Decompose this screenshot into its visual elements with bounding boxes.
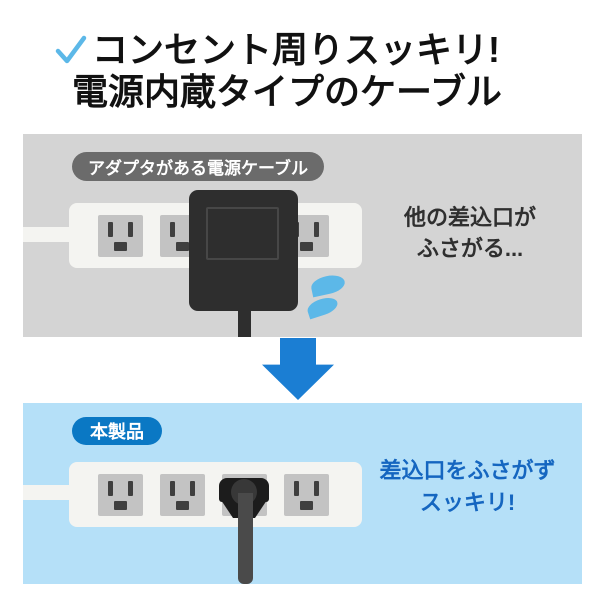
ac-adapter: [189, 190, 298, 311]
page-title-line-1: コンセント周りスッキリ!: [92, 29, 500, 70]
before-caption-line-1: 他の差込口が: [403, 205, 536, 230]
ac-adapter-face-outline: [206, 207, 279, 260]
after-caption: 差込口をふさがず スッキリ!: [365, 455, 570, 519]
check-icon: [55, 35, 87, 64]
outlet-slot-left: [108, 222, 113, 237]
power-strip: [69, 462, 362, 527]
outlet-ground-slot: [176, 501, 189, 510]
outlet-slot-right: [314, 222, 319, 237]
before-panel: アダプタがある電源ケーブル: [23, 134, 582, 337]
page-title-line-2: 電源内蔵タイプのケーブル: [72, 71, 502, 112]
outlet-ground-slot: [114, 501, 127, 510]
outlet: [98, 474, 143, 516]
power-strip-cord: [23, 227, 70, 242]
sweat-drop-icon: [309, 272, 347, 298]
after-caption-line-1: 差込口をふさがず: [379, 458, 556, 483]
after-panel: 本製品: [23, 403, 582, 584]
outlet-slot-left: [170, 481, 175, 496]
outlet-slot-right: [128, 481, 133, 496]
outlet-slot-right: [314, 481, 319, 496]
before-caption-line-2: ふさがる...: [416, 236, 524, 261]
outlet-ground-slot: [300, 242, 313, 251]
outlet-slot-left: [294, 481, 299, 496]
outlet: [98, 215, 143, 257]
outlet-slot-right: [128, 222, 133, 237]
outlet-ground-slot: [176, 242, 189, 251]
outlet-ground-slot: [114, 242, 127, 251]
outlet-slot-left: [170, 222, 175, 237]
outlet: [160, 474, 205, 516]
after-caption-line-2: スッキリ!: [419, 490, 516, 515]
ac-adapter-cable: [238, 310, 251, 337]
outlet-ground-slot: [300, 501, 313, 510]
before-badge: アダプタがある電源ケーブル: [72, 152, 324, 181]
outlet: [284, 474, 329, 516]
power-strip-cord: [23, 485, 70, 500]
after-badge: 本製品: [72, 417, 162, 445]
power-plug-cable: [238, 493, 253, 584]
outlet-slot-right: [190, 481, 195, 496]
down-arrow-icon: [262, 338, 334, 400]
sweat-drop-icon: [305, 294, 340, 320]
outlet-slot-left: [108, 481, 113, 496]
before-caption: 他の差込口が ふさがる...: [375, 202, 565, 264]
